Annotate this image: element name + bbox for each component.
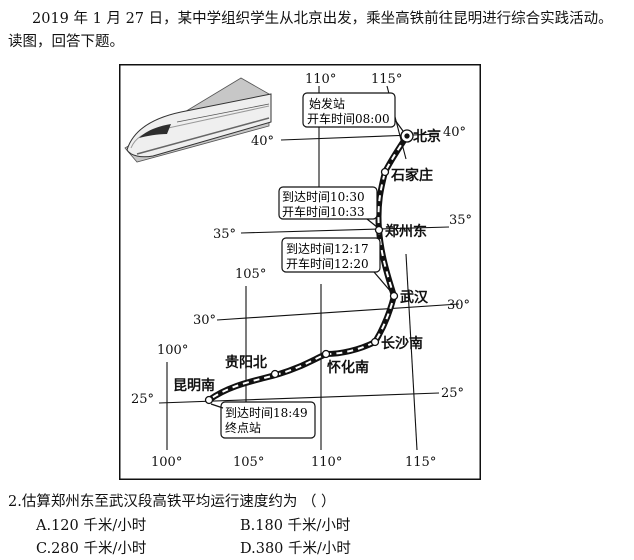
station-marker-beijing-dot	[404, 133, 410, 139]
lon-label-110-top: 110°	[305, 72, 336, 87]
lon-label-105-mid: 105°	[235, 267, 266, 282]
station-label-huaihua: 怀化南	[327, 359, 369, 376]
question-stem: 2.估算郑州东至武汉段高铁平均运行速度约为 （ ）	[8, 494, 336, 510]
train-image	[124, 77, 272, 163]
parallel-30	[216, 303, 460, 321]
station-labels: 北京 石家庄 郑州东 武汉 长沙南 怀化南 贵阳北 昆明南	[173, 128, 441, 394]
callout-kunming-line2: 终点站	[225, 420, 261, 435]
station-label-zhengzhou: 郑州东	[385, 223, 427, 240]
railway-map: 始发站 开车时间08:00 到达时间10:30 开车时间10:33 到达时间12…	[119, 64, 481, 480]
lon-label-100-bottom: 100°	[151, 455, 182, 470]
callout-zhengzhou-line1: 到达时间10:30	[282, 190, 365, 204]
station-markers	[204, 129, 414, 405]
intro-line-1: 2019 年 1 月 27 日，某中学组织学生从北京出发，乘坐高铁前往昆明进行综…	[32, 11, 613, 27]
option-c[interactable]: C.280 千米/小时	[36, 541, 147, 557]
lon-label-115-top: 115°	[371, 72, 402, 87]
callout-beijing-line2: 开车时间08:00	[307, 111, 390, 126]
station-marker-changsha	[370, 337, 380, 347]
coordinate-labels: 110° 115° 105° 100° 105° 110° 115° 100° …	[131, 72, 472, 470]
lat-label-25-left: 25°	[131, 392, 154, 407]
intro-text: 2019 年 1 月 27 日，某中学组织学生从北京出发，乘坐高铁前往昆明进行综…	[8, 8, 628, 54]
lon-label-105-bottom: 105°	[233, 455, 264, 470]
callout-wuhan: 到达时间12:17 开车时间12:20	[281, 237, 393, 294]
station-marker-wuhan	[389, 291, 399, 301]
callout-kunming: 到达时间18:49 终点站	[210, 401, 316, 439]
station-label-kunming: 昆明南	[173, 377, 215, 394]
station-label-beijing: 北京	[413, 128, 441, 145]
lat-label-35-left: 35°	[213, 227, 236, 242]
lon-label-115-bottom: 115°	[405, 455, 436, 470]
station-marker-guiyang	[270, 369, 280, 379]
callout-zhengzhou: 到达时间10:30 开车时间10:33	[278, 186, 378, 228]
station-label-guiyang: 贵阳北	[225, 354, 267, 371]
station-label-shijiazhuang: 石家庄	[390, 167, 433, 184]
callout-zhengzhou-line2: 开车时间10:33	[282, 204, 365, 219]
lat-label-40-left: 40°	[251, 134, 274, 149]
station-marker-huaihua	[321, 349, 331, 359]
option-b[interactable]: B.180 千米/小时	[240, 518, 351, 534]
lat-label-30-right: 30°	[447, 298, 470, 313]
option-a[interactable]: A.120 千米/小时	[36, 518, 147, 534]
station-label-changsha: 长沙南	[381, 335, 423, 352]
callout-kunming-line1: 到达时间18:49	[225, 406, 308, 420]
option-d[interactable]: D.380 千米/小时	[240, 541, 351, 557]
callout-wuhan-line1: 到达时间12:17	[286, 242, 369, 256]
intro-line-2: 读图，回答下题。	[8, 34, 124, 50]
lat-label-40-right: 40°	[443, 125, 466, 140]
station-label-wuhan: 武汉	[400, 289, 429, 306]
lon-label-100-mid: 100°	[157, 343, 188, 358]
callout-beijing-line1: 始发站	[309, 96, 345, 111]
station-marker-shijiazhuang	[380, 167, 390, 177]
meridian-115-bottom	[405, 253, 418, 451]
lat-label-30-left: 30°	[193, 313, 216, 328]
station-marker-kunming	[204, 395, 214, 405]
callout-wuhan-line2: 开车时间12:20	[286, 256, 369, 271]
lat-label-25-right: 25°	[441, 386, 464, 401]
callout-beijing: 始发站 开车时间08:00	[302, 92, 404, 132]
parallel-35	[240, 226, 450, 234]
station-marker-zhengzhou	[374, 225, 384, 235]
lat-label-35-right: 35°	[449, 213, 472, 228]
lon-label-110-bottom: 110°	[311, 455, 342, 470]
